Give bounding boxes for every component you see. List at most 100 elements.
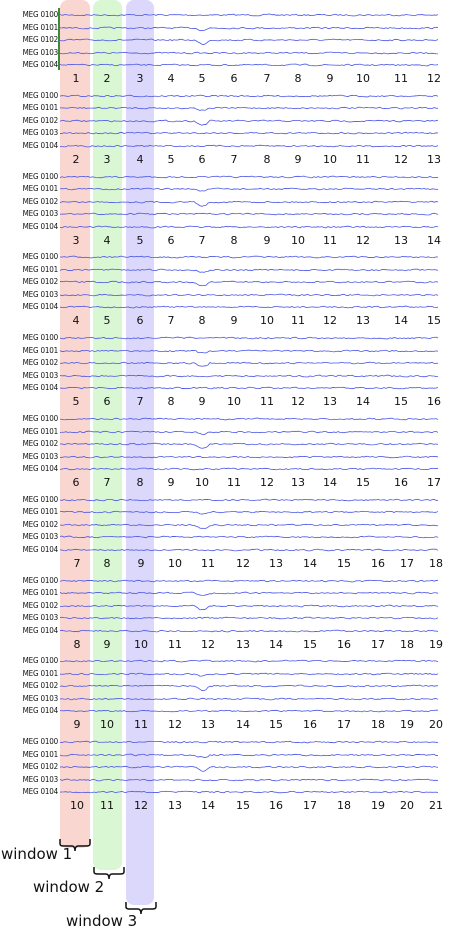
channel-label: MEG 0103 xyxy=(22,613,59,623)
channel-label: MEG 0100 xyxy=(22,494,59,504)
sample-index-label: 11 xyxy=(260,395,274,409)
channel-label: MEG 0100 xyxy=(22,575,59,585)
channel-label: MEG 0101 xyxy=(22,345,59,355)
sample-index-label: 18 xyxy=(371,718,385,732)
sample-index-label: 8 xyxy=(167,395,175,409)
sample-index-label: 11 xyxy=(291,314,305,328)
channel-label: MEG 0100 xyxy=(22,10,59,19)
sample-index-label: 13 xyxy=(269,556,283,570)
sample-index-label: 2 xyxy=(103,72,111,85)
sample-index-label: 5 xyxy=(167,152,175,166)
signal-trace xyxy=(59,790,439,794)
sample-index-label: 17 xyxy=(371,637,385,651)
sample-index-label: 12 xyxy=(236,556,250,570)
sample-index-label: 12 xyxy=(394,152,408,166)
signal-trace xyxy=(59,511,439,515)
signal-trace xyxy=(59,119,439,126)
signal-trace xyxy=(59,442,439,449)
signal-trace xyxy=(59,361,439,367)
sample-index-label: 10 xyxy=(100,718,114,732)
sample-index-label: 11 xyxy=(134,718,148,732)
window-1-label: window 1 xyxy=(1,845,73,863)
signal-trace xyxy=(59,268,439,273)
channel-label: MEG 0103 xyxy=(22,370,59,380)
sample-index-label: 18 xyxy=(429,556,443,570)
sample-index-label: 12 xyxy=(260,476,274,489)
channel-label: MEG 0104 xyxy=(22,625,59,635)
sample-index-label: 7 xyxy=(230,152,238,166)
signal-trace xyxy=(59,523,439,529)
signal-trace xyxy=(59,63,439,67)
channel-label: MEG 0103 xyxy=(22,128,59,138)
sample-index-label: 11 xyxy=(356,152,370,166)
sample-index-label: 15 xyxy=(303,637,317,651)
sample-index-label: 13 xyxy=(394,233,408,247)
channel-label: MEG 0103 xyxy=(22,774,59,784)
sample-index-label: 8 xyxy=(294,72,302,85)
sample-index-label: 10 xyxy=(70,799,84,813)
sample-index-label: 12 xyxy=(201,637,215,651)
sample-index-label: 8 xyxy=(73,637,81,651)
channel-label: MEG 0100 xyxy=(22,171,59,181)
signal-trace xyxy=(59,256,439,259)
sample-index-label: 4 xyxy=(167,72,175,85)
channel-label: MEG 0101 xyxy=(22,184,59,194)
sample-index-label: 17 xyxy=(337,718,351,732)
channel-label: MEG 0104 xyxy=(22,383,59,393)
channel-label: MEG 0102 xyxy=(22,439,59,448)
sample-index-label: 14 xyxy=(323,476,337,489)
channel-label: MEG 0102 xyxy=(22,35,59,44)
sample-index-label: 9 xyxy=(167,476,175,489)
sample-index-label: 10 xyxy=(227,395,241,409)
sample-index-label: 15 xyxy=(394,395,408,409)
sample-index-label: 7 xyxy=(103,476,111,489)
sample-index-label: 3 xyxy=(72,233,80,247)
signal-trace xyxy=(59,672,439,677)
channel-label: MEG 0101 xyxy=(22,588,59,598)
signal-trace xyxy=(59,374,439,378)
sample-index-label: 7 xyxy=(136,395,144,409)
signal-trace xyxy=(59,740,439,744)
channel-label: MEG 0100 xyxy=(22,333,59,343)
sample-index-label: 7 xyxy=(73,556,81,570)
sample-index-label: 11 xyxy=(201,556,215,570)
channel-label: MEG 0101 xyxy=(22,426,59,436)
signal-trace xyxy=(59,107,439,112)
channel-label: MEG 0101 xyxy=(22,264,59,274)
sample-index-label: 12 xyxy=(323,314,337,328)
window-1-band xyxy=(60,0,90,848)
sample-index-label: 8 xyxy=(103,556,111,570)
signal-trace xyxy=(59,349,439,353)
signal-trace xyxy=(59,697,439,701)
sample-index-label: 13 xyxy=(427,152,441,166)
sample-index-label: 14 xyxy=(236,718,250,732)
channel-label: MEG 0104 xyxy=(22,140,59,150)
channel-label: MEG 0104 xyxy=(22,221,59,231)
signal-trace xyxy=(59,604,439,610)
signal-trace xyxy=(59,336,439,340)
sample-index-label: 18 xyxy=(337,799,351,813)
sample-index-label: 5 xyxy=(72,395,80,409)
sample-index-label: 3 xyxy=(136,72,144,85)
channel-label: MEG 0103 xyxy=(22,209,59,219)
sample-index-label: 8 xyxy=(136,476,144,489)
channel-label: MEG 0101 xyxy=(22,668,59,678)
sample-index-label: 10 xyxy=(356,72,370,85)
sample-index-label: 9 xyxy=(294,152,302,166)
channel-label: MEG 0102 xyxy=(22,762,59,772)
sample-index-label: 10 xyxy=(323,152,337,166)
signal-trace xyxy=(59,13,439,17)
sample-index-label: 16 xyxy=(269,799,283,813)
signal-trace xyxy=(59,753,439,758)
signal-trace xyxy=(59,200,439,207)
sample-index-label: 9 xyxy=(103,637,111,651)
sample-index-label: 11 xyxy=(100,799,114,813)
signal-trace xyxy=(59,132,439,135)
signal-trace xyxy=(59,498,439,502)
